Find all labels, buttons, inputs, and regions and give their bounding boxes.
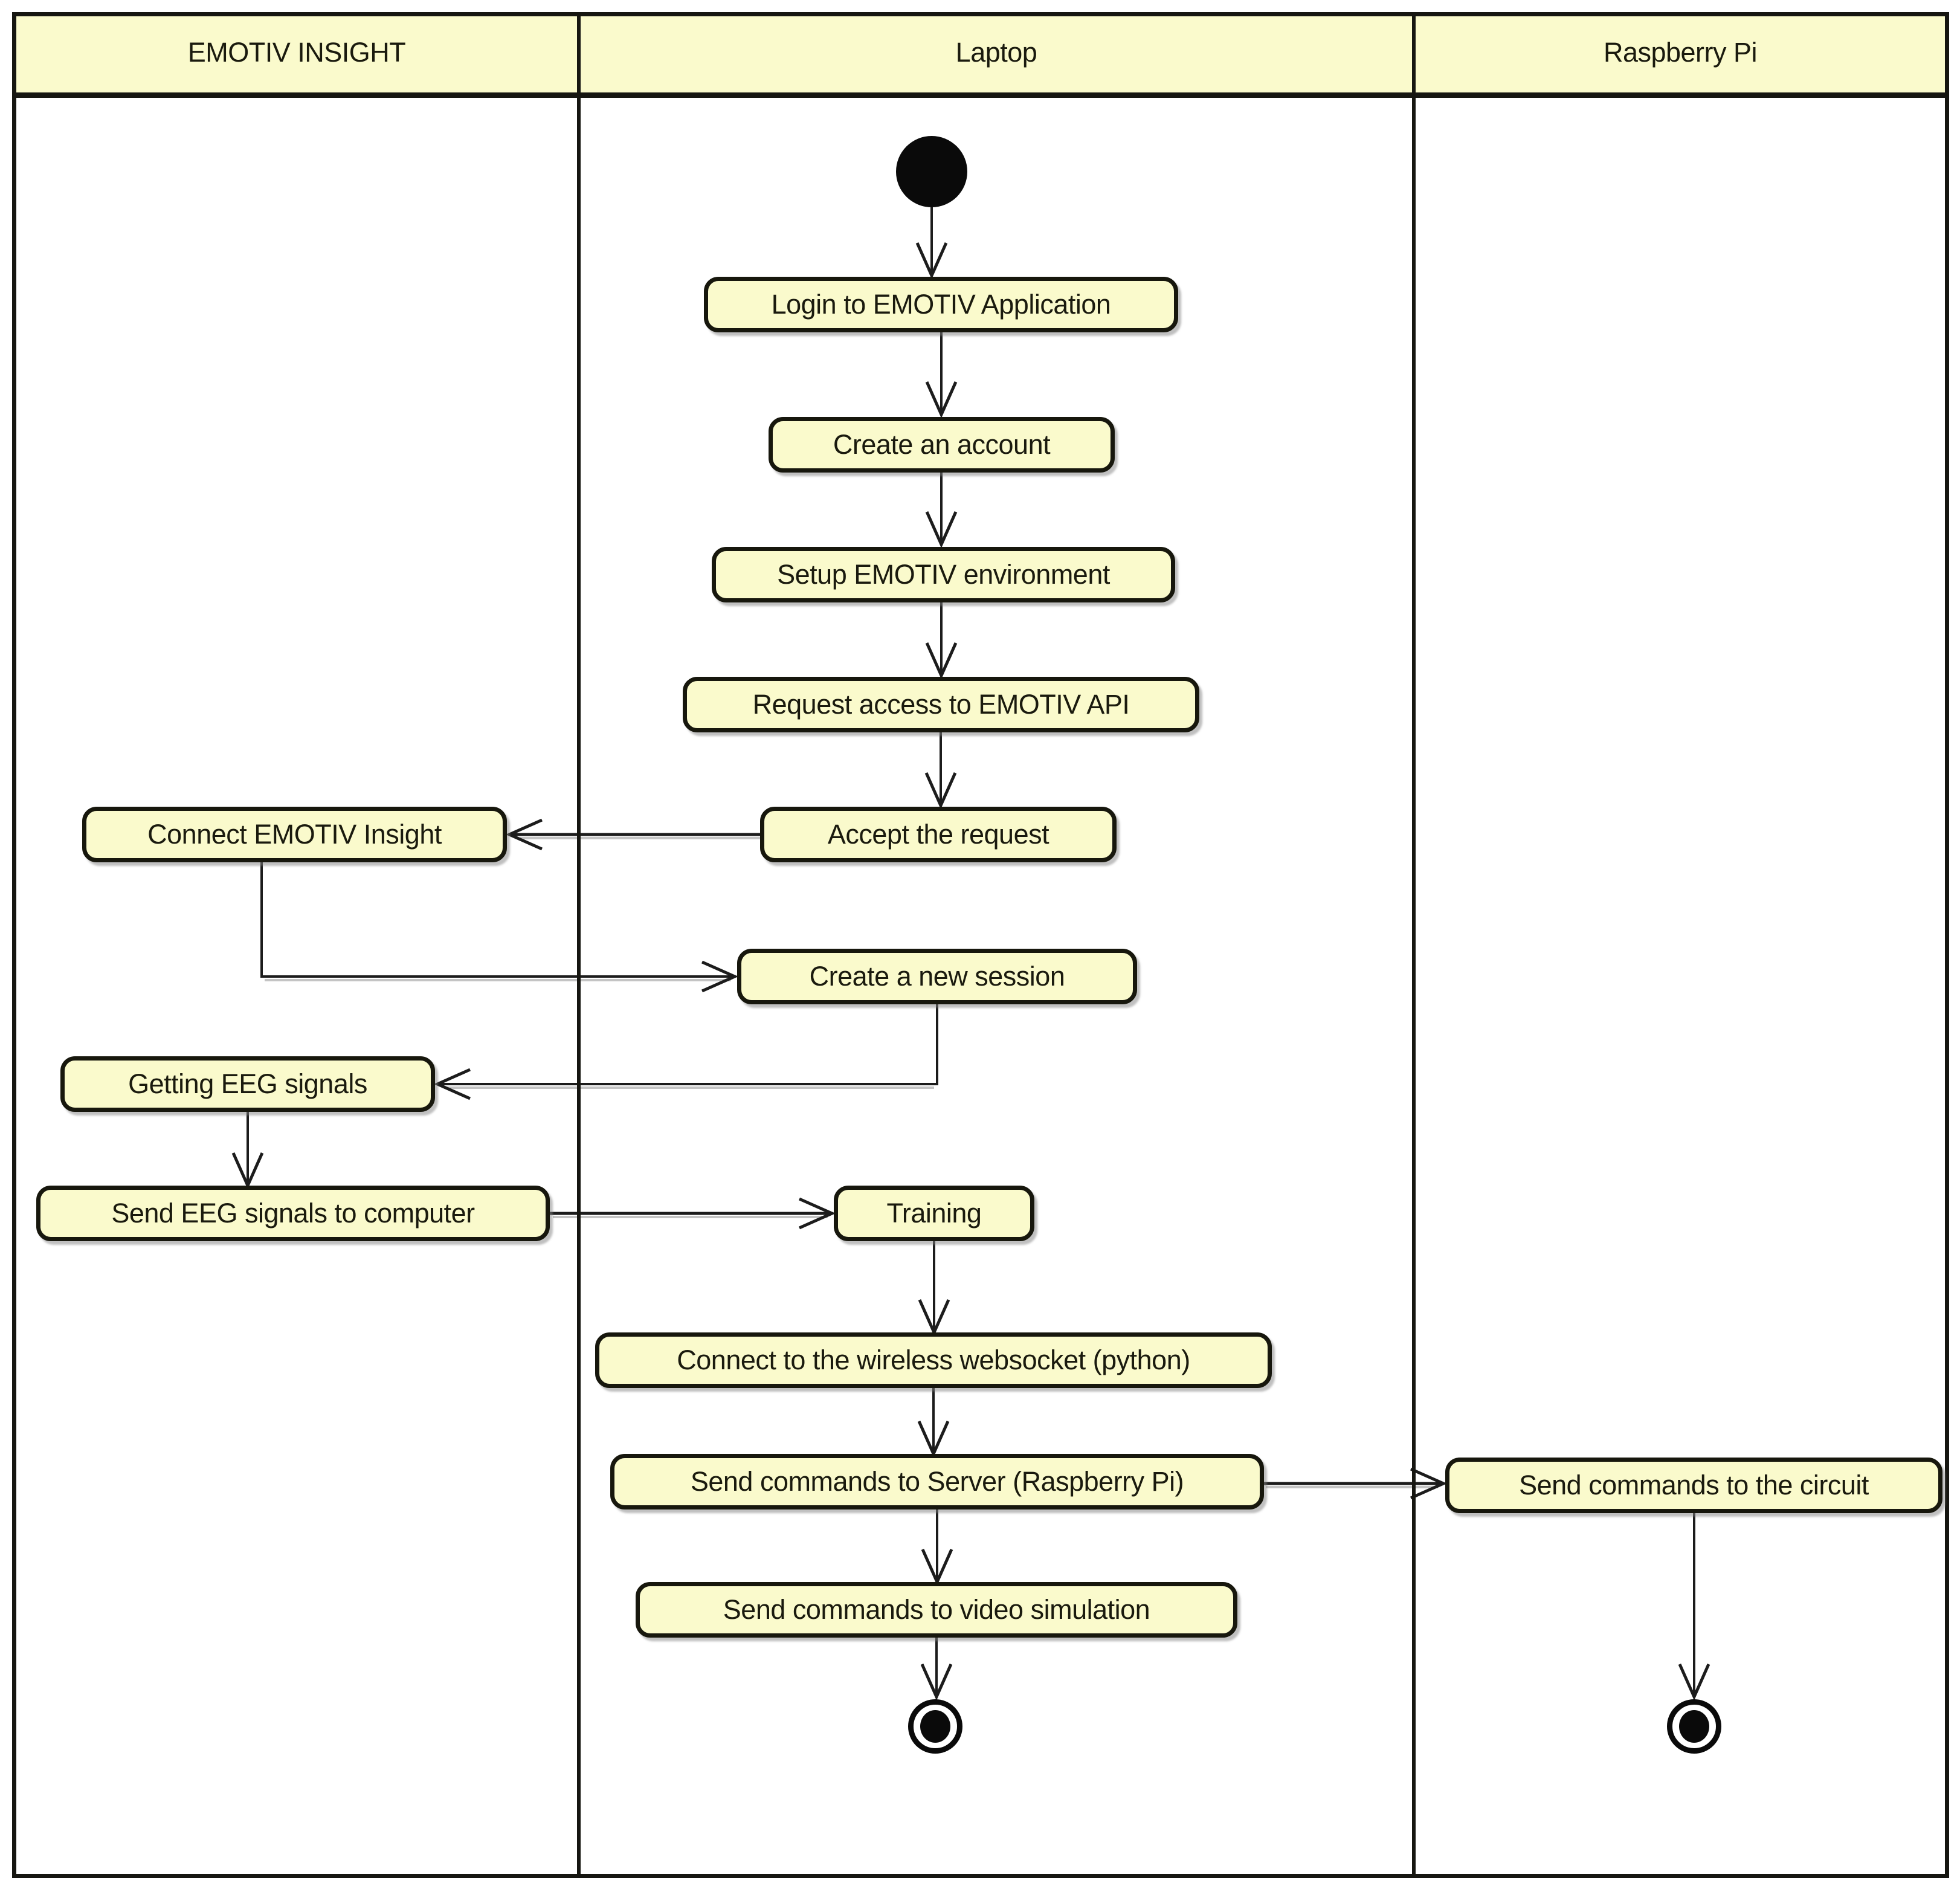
action-training: Training bbox=[834, 1186, 1034, 1241]
edge-training-connect-ws bbox=[918, 1241, 950, 1337]
lane-divider-laptop-rpi bbox=[1412, 12, 1416, 1878]
action-login-emotiv-application: Login to EMOTIV Application bbox=[704, 277, 1178, 332]
final-node-laptop bbox=[908, 1699, 962, 1754]
lane-label-text: Laptop bbox=[955, 36, 1037, 68]
lane-divider-insight-laptop bbox=[577, 12, 581, 1878]
action-create-an-account: Create an account bbox=[769, 417, 1115, 473]
edge-create-session-getting-eeg bbox=[433, 1004, 938, 1100]
action-accept-the-request: Accept the request bbox=[760, 807, 1117, 862]
edge-send-eeg-training bbox=[550, 1197, 836, 1230]
action-getting-eeg-signals: Getting EEG signals bbox=[60, 1056, 435, 1112]
edge-accept-request-connect-insight bbox=[505, 818, 760, 851]
edge-create-account-setup-env bbox=[925, 473, 958, 549]
edge-connect-ws-send-server bbox=[917, 1388, 950, 1458]
action-send-commands-to-server-raspberry-pi: Send commands to Server (Raspberry Pi) bbox=[610, 1454, 1264, 1509]
lane-label-text: Raspberry Pi bbox=[1603, 36, 1758, 68]
lane-label-text: EMOTIV INSIGHT bbox=[187, 36, 406, 68]
edge-send-circuit-final-rpi bbox=[1678, 1513, 1710, 1701]
final-node-inner-dot bbox=[920, 1710, 950, 1743]
edge-login-create-account bbox=[925, 332, 958, 419]
lane-header-band bbox=[12, 12, 1949, 98]
action-request-access-emotiv-api: Request access to EMOTIV API bbox=[683, 677, 1199, 732]
action-setup-emotiv-environment: Setup EMOTIV environment bbox=[712, 547, 1175, 602]
edge-send-server-send-video bbox=[921, 1509, 953, 1586]
action-connect-wireless-websocket-python: Connect to the wireless websocket (pytho… bbox=[595, 1332, 1272, 1388]
lane-header-laptop: Laptop bbox=[581, 12, 1412, 92]
final-node-raspberry-pi bbox=[1667, 1699, 1721, 1754]
lane-header-emotiv-insight: EMOTIV INSIGHT bbox=[16, 12, 577, 92]
edge-request-access-accept-request bbox=[924, 732, 957, 810]
action-connect-emotiv-insight: Connect EMOTIV Insight bbox=[82, 807, 507, 862]
edge-send-video-final-laptop bbox=[920, 1638, 953, 1701]
initial-node bbox=[896, 136, 967, 207]
action-create-a-new-session: Create a new session bbox=[737, 949, 1137, 1004]
edge-send-server-send-circuit bbox=[1264, 1467, 1448, 1500]
action-send-commands-to-the-circuit: Send commands to the circuit bbox=[1445, 1458, 1942, 1513]
action-send-eeg-signals-to-computer: Send EEG signals to computer bbox=[36, 1186, 550, 1241]
edge-connect-insight-create-session bbox=[260, 862, 739, 993]
edge-start-login bbox=[915, 207, 948, 280]
edge-getting-eeg-send-eeg bbox=[231, 1112, 264, 1190]
action-send-commands-to-video-simulation: Send commands to video simulation bbox=[636, 1582, 1237, 1638]
final-node-inner-dot bbox=[1679, 1710, 1709, 1743]
edge-setup-env-request-access bbox=[925, 602, 958, 680]
lane-header-raspberry-pi: Raspberry Pi bbox=[1416, 12, 1945, 92]
